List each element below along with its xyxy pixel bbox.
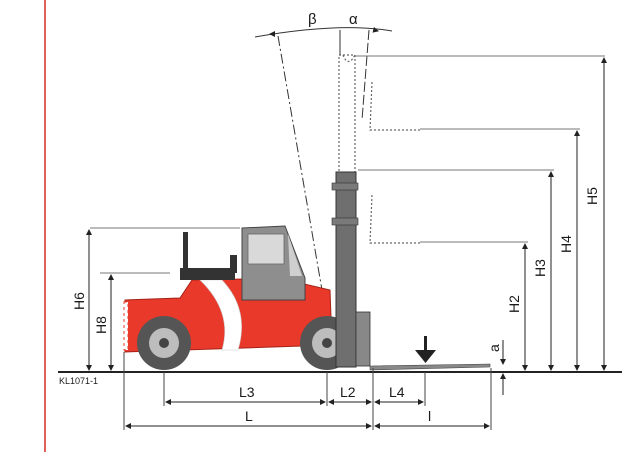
height-reference-lines <box>90 55 605 274</box>
h6-label: H6 <box>71 292 87 310</box>
l4-label: L4 <box>389 384 405 400</box>
a-label: a <box>486 344 502 352</box>
exhaust-pipe <box>183 232 188 270</box>
length-dimensions <box>125 399 490 429</box>
load-center-arrow-icon <box>415 336 436 363</box>
l3-label: L3 <box>239 384 255 400</box>
cab-window <box>247 233 285 265</box>
h2-label: H2 <box>506 295 522 313</box>
l-label: L <box>245 408 253 424</box>
height-dimensions <box>86 57 607 395</box>
rear-wheel <box>137 316 191 370</box>
h4-label: H4 <box>558 235 574 253</box>
l2-label: L2 <box>340 384 356 400</box>
alpha-label: α <box>349 11 358 28</box>
beta-label: β <box>308 11 317 28</box>
fork-carriage <box>355 311 371 367</box>
l-fork-label: l <box>428 408 431 424</box>
figure-id-label: KL1071-1 <box>59 376 98 386</box>
fork <box>369 363 491 371</box>
rear-hazard-stripes <box>123 301 129 351</box>
air-intake <box>230 255 237 273</box>
h3-label: H3 <box>532 259 548 277</box>
length-extension-lines <box>123 352 492 430</box>
engine-hood <box>180 268 235 280</box>
white-stripe <box>199 279 242 351</box>
tilt-angle-arc <box>254 26 393 291</box>
h8-label: H8 <box>93 316 109 334</box>
h5-label: H5 <box>584 187 600 205</box>
mast <box>335 171 357 368</box>
forklift <box>123 171 491 371</box>
